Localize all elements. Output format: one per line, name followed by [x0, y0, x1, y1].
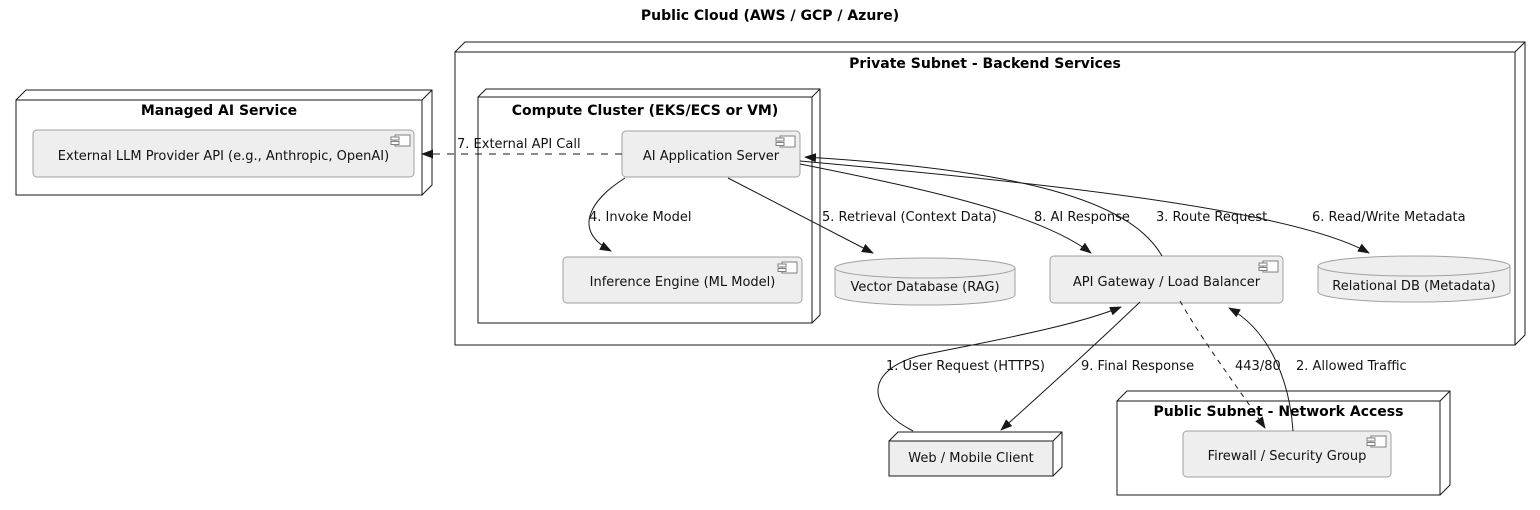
firewall-label: Firewall / Security Group [1207, 449, 1367, 464]
edge-user-request [877, 306, 1122, 432]
diagram-title: Public Cloud (AWS / GCP / Azure) [640, 8, 900, 24]
ai-application-server-label: AI Application Server [642, 149, 780, 164]
edge-label-invoke-model: 4. Invoke Model [589, 210, 692, 225]
relational-db-label: Relational DB (Metadata) [1332, 279, 1496, 294]
edge-allowed-traffic [1228, 307, 1294, 432]
private-subnet-label: Private Subnet - Backend Services [849, 56, 1121, 72]
public-subnet-label: Public Subnet - Network Access [1153, 404, 1404, 420]
edge-route-request [804, 153, 1163, 257]
edge-final-response [1000, 301, 1141, 431]
edge-label-allowed-traffic: 2. Allowed Traffic [1296, 359, 1407, 374]
web-mobile-client-box [888, 431, 1063, 477]
edge-retrieval [727, 177, 874, 254]
managed-ai-service-label: Managed AI Service [140, 103, 298, 119]
component-icon [775, 135, 796, 148]
inference-engine-label: Inference Engine (ML Model) [589, 275, 776, 290]
vector-database-label: Vector Database (RAG) [850, 280, 1000, 295]
edge-ai-response [799, 163, 1092, 254]
relational-db-cylinder [1317, 255, 1511, 303]
edge-label-read-write: 6. Read/Write Metadata [1312, 210, 1466, 225]
edge-label-final-response: 9. Final Response [1081, 359, 1195, 374]
component-icon [777, 261, 798, 274]
edge-label-ai-response: 8. AI Response [1034, 210, 1130, 225]
ai-application-server-component [621, 130, 801, 178]
edge-read-write-metadata [799, 160, 1370, 254]
component-icon [390, 134, 411, 147]
edge-invoke-model [588, 177, 626, 252]
api-gateway-label: API Gateway / Load Balancer [1072, 274, 1261, 290]
web-mobile-client-label: Web / Mobile Client [908, 451, 1034, 466]
compute-cluster-label: Compute Cluster (EKS/ECS or VM) [511, 103, 779, 119]
edge-lines [421, 149, 1370, 432]
edge-label-retrieval: 5. Retrieval (Context Data) [822, 210, 997, 225]
component-icon [1366, 435, 1387, 448]
edge-label-route-request: 3. Route Request [1156, 210, 1268, 225]
edge-label-external-api-call: 7. External API Call [457, 137, 581, 152]
firewall-component [1182, 430, 1392, 478]
external-llm-component [32, 129, 415, 178]
vector-database-cylinder [834, 257, 1016, 306]
external-llm-label: External LLM Provider API (e.g., Anthrop… [57, 148, 390, 164]
edge-label-user-request: 1. User Request (HTTPS) [886, 359, 1045, 374]
api-gateway-component [1049, 255, 1284, 304]
component-icon [1258, 260, 1279, 273]
inference-engine-component [562, 256, 803, 304]
edge-label-port: 443/80 [1235, 359, 1281, 374]
